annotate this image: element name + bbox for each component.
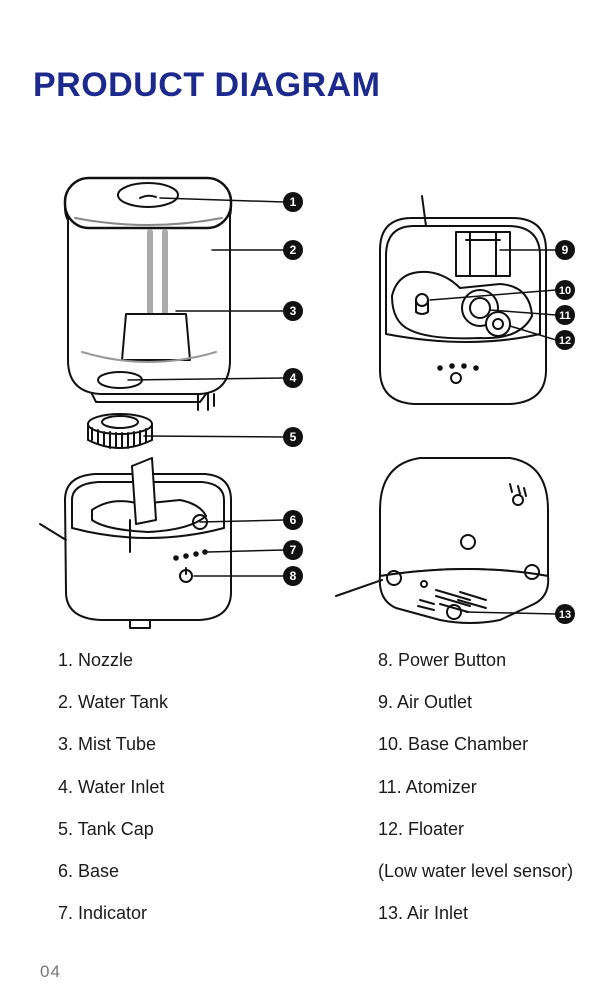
callout-4: 4 [283,368,303,388]
base-chamber-illustration [380,196,546,404]
page-number: 04 [40,962,61,982]
svg-text:2: 2 [290,243,297,257]
svg-text:7: 7 [290,543,297,557]
legend-item: 3. Mist Tube [58,734,156,755]
legend-item: 2. Water Tank [58,692,168,713]
legend-item: 4. Water Inlet [58,777,164,798]
svg-text:8: 8 [290,569,297,583]
base-illustration [40,458,231,628]
legend-item: (Low water level sensor) [378,861,573,882]
svg-text:4: 4 [290,371,297,385]
callout-9: 9 [555,240,575,260]
legend-item: 9. Air Outlet [378,692,472,713]
svg-text:11: 11 [559,310,571,322]
callout-2: 2 [283,240,303,260]
callout-3: 3 [283,301,303,321]
tank-cap-illustration [88,414,152,448]
page-title: PRODUCT DIAGRAM [33,66,380,105]
svg-text:13: 13 [559,609,571,621]
bottom-view-illustration [336,458,548,623]
svg-text:1: 1 [290,195,297,209]
legend-item: 5. Tank Cap [58,819,154,840]
callout-12: 12 [555,330,575,350]
legend-item: 8. Power Button [378,650,506,671]
svg-text:12: 12 [559,335,571,347]
legend-item: 11. Atomizer [378,777,477,798]
legend-item: 1. Nozzle [58,650,133,671]
callout-8: 8 [283,566,303,586]
legend-item: 12. Floater [378,819,464,840]
product-diagram: 1 2 3 4 5 6 7 8 9 10 11 12 13 [0,170,614,630]
svg-text:6: 6 [290,513,297,527]
callout-7: 7 [283,540,303,560]
svg-text:10: 10 [559,285,571,297]
callout-11: 11 [555,305,575,325]
svg-text:9: 9 [562,243,569,257]
legend-item: 6. Base [58,861,119,882]
legend-item: 13. Air Inlet [378,903,468,924]
callout-13: 13 [555,604,575,624]
callout-6: 6 [283,510,303,530]
legend-item: 10. Base Chamber [378,734,528,755]
svg-text:3: 3 [290,304,297,318]
water-tank-illustration [65,178,231,410]
callout-1: 1 [283,192,303,212]
callout-5: 5 [283,427,303,447]
callout-10: 10 [555,280,575,300]
legend-item: 7. Indicator [58,903,147,924]
svg-text:5: 5 [290,430,297,444]
